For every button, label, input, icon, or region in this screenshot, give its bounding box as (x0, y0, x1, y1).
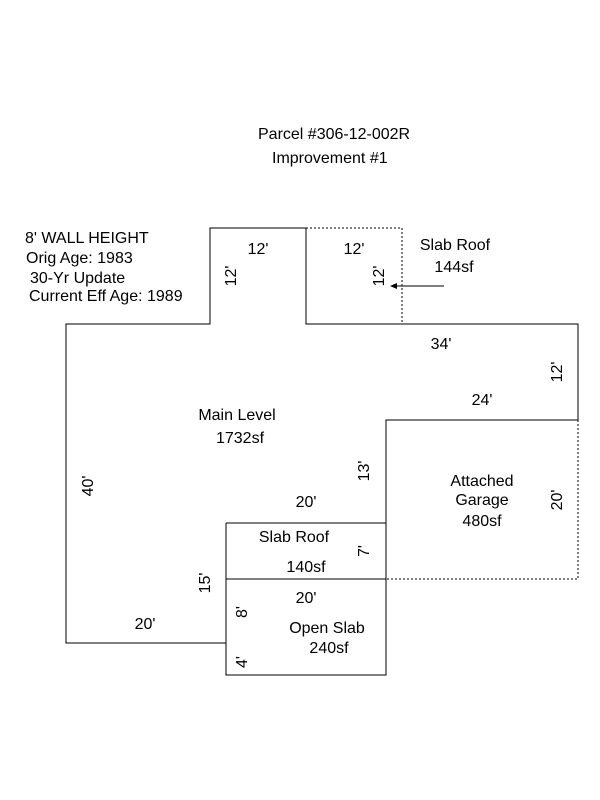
open-slab-label: Open Slab (289, 620, 365, 637)
dim-slab-top-height: 12' (371, 266, 388, 287)
dim-slab-top-width: 12' (344, 241, 365, 258)
current-eff-age-note: Current Eff Age: 1989 (29, 288, 183, 305)
dim-garage-right-height: 20' (549, 490, 566, 511)
slab-roof-bottom-label: Slab Roof (259, 529, 330, 546)
dim-right-top-height: 12' (549, 362, 566, 383)
dim-open-slab-height-lower: 4' (234, 656, 251, 668)
slab-roof-top-label: Slab Roof (420, 237, 491, 254)
orig-age-note: Orig Age: 1983 (26, 250, 133, 267)
dim-open-slab-top-width: 20' (296, 590, 317, 607)
parcel-number: Parcel #306-12-002R (258, 126, 410, 143)
attached-garage-outline (386, 420, 579, 580)
slab-roof-arrow-head (390, 283, 397, 289)
dim-top-width-left: 12' (248, 241, 269, 258)
dim-bottom-left-width: 20' (135, 616, 156, 633)
garage-area: 480sf (462, 513, 502, 530)
dim-right-top-width: 34' (431, 336, 452, 353)
main-level-area: 1732sf (216, 430, 265, 447)
garage-label-line2: Garage (455, 492, 508, 509)
main-level-label: Main Level (198, 407, 275, 424)
improvement-number: Improvement #1 (272, 150, 388, 167)
dim-left-notch-height: 15' (197, 573, 214, 594)
main-level-outline (65, 227, 579, 676)
dim-slab-bottom-height: 7' (356, 545, 373, 557)
update-note: 30-Yr Update (30, 270, 125, 287)
dim-garage-top-width: 24' (472, 392, 493, 409)
slab-roof-top-area: 144sf (434, 259, 474, 276)
garage-label-line1: Attached (450, 473, 513, 490)
dim-top-height-left: 12' (223, 266, 240, 287)
open-slab-area: 240sf (309, 640, 349, 657)
dim-slab-bottom-top-width: 20' (296, 494, 317, 511)
dim-main-left-height: 40' (80, 476, 97, 497)
dim-garage-left-height: 13' (356, 461, 373, 482)
slab-roof-bottom-area: 140sf (286, 559, 326, 576)
dim-open-slab-height-upper: 8' (234, 606, 251, 618)
slab-roof-top-outline (306, 227, 403, 324)
wall-height-note: 8' WALL HEIGHT (25, 230, 149, 247)
